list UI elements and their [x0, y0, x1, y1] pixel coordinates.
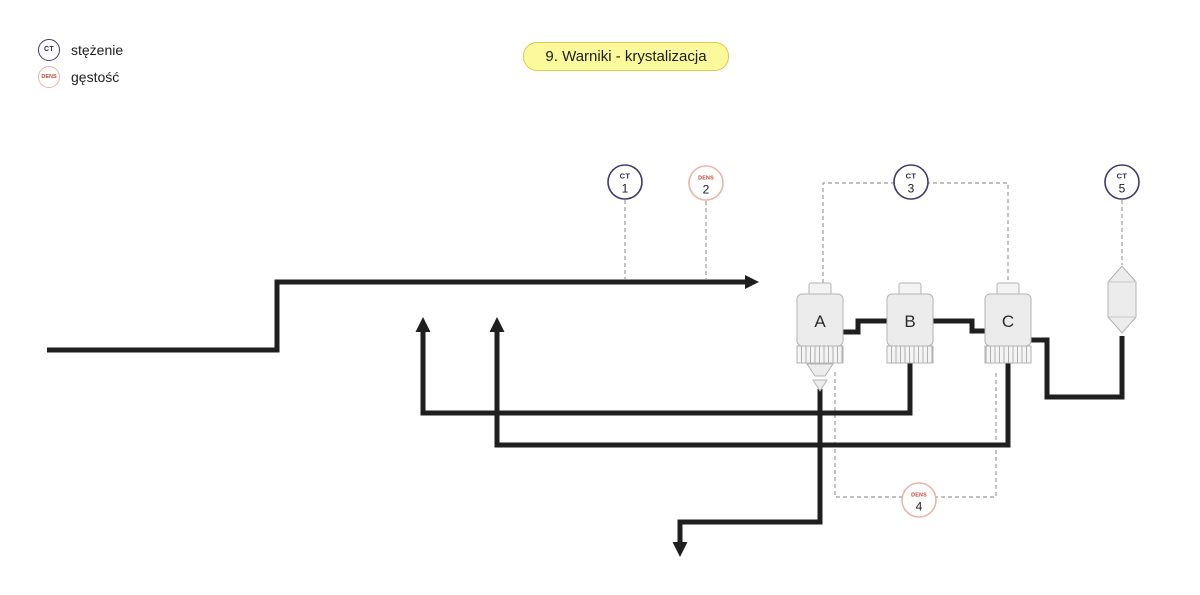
vessel-B-label: B	[904, 312, 915, 331]
instrument-ct-1: CT 1	[607, 164, 643, 200]
instrument-ct-5-number: 5	[1119, 182, 1126, 196]
instrument-ct-3: CT 3	[893, 164, 929, 200]
arrowhead-recycle-c-up	[489, 317, 505, 332]
pipe-connector-b-c	[933, 318, 985, 334]
vessel-A-label: A	[814, 312, 826, 331]
legend-label-density: gęstość	[71, 68, 120, 85]
legend-row-concentration: CT stężenie	[38, 36, 123, 63]
instrument-ct-1-number: 1	[622, 182, 629, 196]
instrument-ct-1-tag: CT	[620, 172, 631, 181]
instrument-ct-5-tag: CT	[1117, 172, 1128, 181]
instrument-dens-2-tag: DENS	[698, 176, 714, 182]
instrument-ct-1-circle	[607, 164, 643, 200]
instrument-ct-3-number: 3	[908, 182, 915, 196]
pipe-recycle-b	[420, 331, 913, 416]
instrument-ct-3-circle	[893, 164, 929, 200]
pipe-feed	[47, 279, 745, 353]
vessel-A-funnel	[806, 363, 834, 377]
instrument-ct-3-tag: CT	[906, 172, 917, 181]
signal-line-dens4	[834, 372, 997, 498]
vessel-B-strainer	[886, 345, 934, 364]
pipe-product-a	[677, 389, 823, 543]
arrowhead-product-down	[672, 542, 688, 557]
instrument-dens-4-number: 4	[916, 500, 923, 514]
vessel-A: A	[796, 282, 844, 392]
diagram-title: 9. Warniki - krystalizacja	[523, 42, 729, 71]
pipe-recycle-c	[494, 331, 1011, 448]
vessel-B: B	[886, 282, 934, 364]
instrument-dens-2: DENS 2	[688, 165, 724, 201]
vessel-C: C	[984, 282, 1032, 364]
legend-label-concentration: stężenie	[71, 41, 124, 58]
legend-row-density: DENS gęstość	[38, 63, 123, 90]
pipe-c-to-separator	[1031, 336, 1125, 400]
legend: CT stężenie DENS gęstość	[38, 36, 123, 90]
instrument-ct-5-circle	[1104, 164, 1140, 200]
instrument-dens-2-number: 2	[703, 183, 710, 197]
pipe-connector-a-b	[843, 318, 887, 335]
arrowhead-feed-right	[745, 275, 759, 289]
vessel-C-strainer	[984, 345, 1032, 364]
vessel-A-outlet	[812, 379, 828, 392]
instrument-dens-4-circle	[901, 482, 937, 518]
cyclone-separator-body	[1107, 265, 1137, 334]
instrument-dens-4-tag: DENS	[911, 493, 927, 499]
instrument-dens-4: DENS 4	[901, 482, 937, 518]
vessel-A-strainer	[796, 345, 844, 364]
vessel-C-label: C	[1002, 312, 1014, 331]
instrument-ct-5: CT 5	[1104, 164, 1140, 200]
dens-badge-icon: DENS	[38, 65, 60, 88]
cyclone-separator	[1107, 265, 1137, 334]
instrument-dens-2-circle	[688, 165, 724, 201]
arrowhead-recycle-b-up	[415, 317, 431, 332]
ct-badge-icon: CT	[38, 38, 60, 61]
